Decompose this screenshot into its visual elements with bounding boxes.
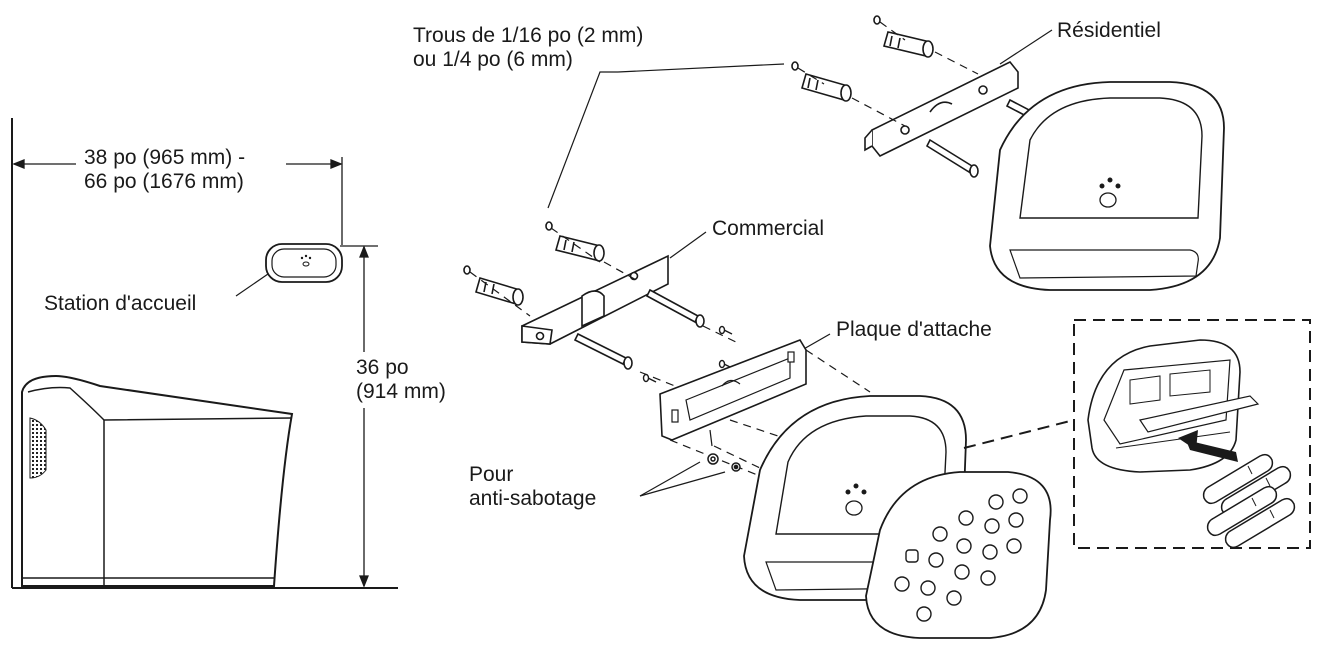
residential-bracket-assembly bbox=[791, 15, 1059, 178]
toilet-illustration bbox=[21, 374, 294, 587]
height-label-line1: 36 po bbox=[356, 356, 409, 379]
battery-compartment-detail bbox=[1087, 339, 1260, 473]
residential-docking-station bbox=[989, 81, 1225, 291]
detail-connector-line bbox=[963, 419, 1075, 449]
remote-control bbox=[865, 471, 1052, 639]
plate-label-text: Plaque d'attache bbox=[836, 318, 992, 341]
attach-plate bbox=[659, 339, 807, 447]
battery-detail-frame bbox=[1073, 319, 1311, 549]
commercial-bracket-assembly bbox=[463, 221, 705, 370]
remote-buttons bbox=[894, 488, 1028, 622]
height-dimension-label: 36 po (914 mm) bbox=[356, 356, 446, 404]
commercial-label-text: Commercial bbox=[712, 217, 825, 240]
width-dimension-label: 38 po (965 mm) - 66 po (1676 mm) bbox=[84, 146, 245, 194]
tamper-label-line1: Pour bbox=[469, 463, 514, 486]
width-label-line1: 38 po (965 mm) - bbox=[84, 146, 246, 169]
holes-label-line2: ou 1/4 po (6 mm) bbox=[413, 48, 573, 71]
tamper-label-line2: anti-sabotage bbox=[469, 487, 597, 510]
width-label-line2: 66 po (1676 mm) bbox=[84, 170, 244, 193]
commercial-label: Commercial bbox=[712, 217, 824, 241]
residential-label-text: Résidentiel bbox=[1057, 19, 1161, 42]
attach-plate-label: Plaque d'attache bbox=[836, 318, 992, 342]
height-label-line2: (914 mm) bbox=[356, 380, 446, 403]
anti-tamper-label: Pour anti-sabotage bbox=[469, 463, 596, 511]
station-label-text: Station d'accueil bbox=[44, 292, 197, 315]
small-docking-station bbox=[265, 243, 343, 283]
batteries bbox=[1202, 453, 1296, 549]
attach-plate-screws bbox=[642, 325, 733, 383]
residential-dashed-guides bbox=[797, 21, 979, 127]
docking-station-label: Station d'accueil bbox=[44, 292, 196, 316]
width-dimension-line bbox=[12, 157, 343, 245]
wall-and-floor bbox=[11, 118, 398, 589]
residential-label: Résidentiel bbox=[1057, 19, 1161, 43]
station-leader-line bbox=[235, 273, 269, 297]
holes-label: Trous de 1/16 po (2 mm) ou 1/4 po (6 mm) bbox=[413, 24, 643, 72]
tamper-screws bbox=[707, 453, 741, 472]
holes-label-line1: Trous de 1/16 po (2 mm) bbox=[413, 24, 644, 47]
height-dimension-line bbox=[340, 245, 378, 588]
